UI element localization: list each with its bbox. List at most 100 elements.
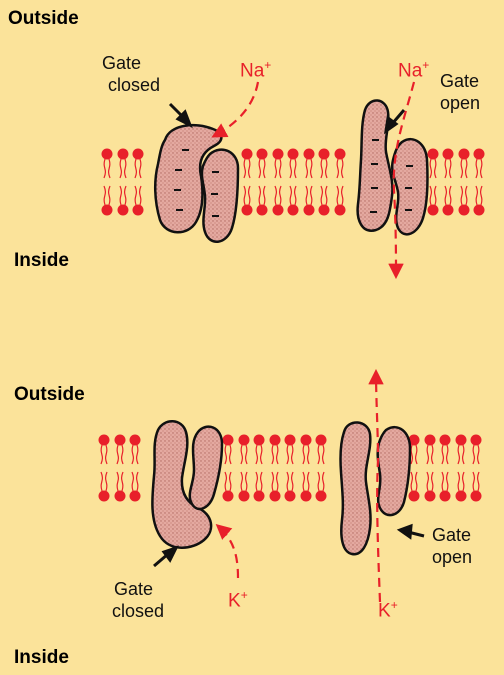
lipid-head: [334, 148, 346, 160]
lipid-head: [427, 148, 439, 160]
lipid-tail: [336, 158, 344, 179]
lipid-head: [334, 204, 346, 216]
k-through-path: [368, 368, 384, 603]
gate-label-line1: Gate: [102, 53, 142, 73]
lipid-tail: [444, 185, 452, 206]
lipid-head: [439, 490, 451, 502]
lipid-tail: [240, 471, 248, 492]
k-channel-closed: [151, 420, 224, 549]
lipid-head: [284, 490, 296, 502]
lipid-tail: [271, 471, 279, 492]
lipid-head: [253, 490, 265, 502]
lipid-tail: [460, 185, 468, 206]
lipid-head: [253, 434, 265, 446]
lipid-head: [424, 490, 436, 502]
lipid-tail: [472, 444, 480, 465]
gate-open-label-top: Gate open: [440, 70, 480, 114]
lipid-head: [98, 490, 110, 502]
lipid-tail: [131, 471, 139, 492]
lipid-tail: [475, 158, 483, 179]
gate-label-line2: open: [440, 93, 481, 113]
lipid-head: [101, 204, 113, 216]
lipid-head: [101, 148, 113, 160]
na-channel-open: [356, 99, 429, 236]
k-ion-label-right: K+: [378, 598, 398, 622]
lipid-tail: [320, 185, 328, 206]
lipid-head: [222, 434, 234, 446]
lipid-bilayer-top: [101, 148, 485, 216]
lipid-head: [129, 434, 141, 446]
lipid-tail: [457, 444, 465, 465]
lipid-head: [238, 434, 250, 446]
lipid-tail: [116, 444, 124, 465]
lipid-head: [129, 490, 141, 502]
channel-subunit-left: [151, 420, 213, 549]
channel-subunit-left: [339, 421, 372, 556]
lipid-tail: [305, 185, 313, 206]
k-ion-label-left: K+: [228, 588, 248, 612]
gate-label-line1: Gate: [432, 525, 472, 545]
lipid-tail: [103, 185, 111, 206]
lipid-head: [272, 148, 284, 160]
lipid-head: [300, 490, 312, 502]
inside-label-top: Inside: [14, 250, 69, 271]
lipid-head: [318, 148, 330, 160]
lipid-tail: [243, 185, 251, 206]
lipid-tail: [116, 471, 124, 492]
lipid-head: [315, 434, 327, 446]
lipid-tail: [302, 444, 310, 465]
na-through-path: [388, 81, 416, 280]
gate-label-line1: Gate: [440, 71, 480, 91]
outside-label-bottom: Outside: [14, 384, 85, 405]
channel-subunit-right: [376, 425, 412, 517]
na-channel-closed: [154, 123, 240, 243]
lipid-tail: [103, 158, 111, 179]
lipid-tail: [302, 471, 310, 492]
lipid-head: [300, 434, 312, 446]
lipid-tail: [240, 444, 248, 465]
lipid-tail: [426, 471, 434, 492]
lipid-head: [442, 148, 454, 160]
inside-label-bottom: Inside: [14, 647, 69, 668]
lipid-tail: [271, 444, 279, 465]
lipid-tail: [475, 185, 483, 206]
lipid-tail: [410, 444, 418, 465]
lipid-tail: [317, 471, 325, 492]
lipid-tail: [134, 185, 142, 206]
na-blocked-path: [211, 81, 260, 138]
channel-subunit-left: [356, 99, 394, 232]
lipid-head: [424, 434, 436, 446]
lipid-head: [427, 204, 439, 216]
lipid-head: [287, 204, 299, 216]
lipid-head: [470, 434, 482, 446]
lipid-tail: [274, 185, 282, 206]
lipid-tail: [134, 158, 142, 179]
lipid-head: [318, 204, 330, 216]
gate-closed-label-bottom: Gate closed: [112, 578, 164, 622]
na-ion-label-right: Na+: [398, 58, 430, 82]
lipid-bilayer-bottom: [98, 434, 482, 502]
lipid-tail: [320, 158, 328, 179]
lipid-tail: [289, 185, 297, 206]
lipid-head: [455, 434, 467, 446]
lipid-head: [315, 490, 327, 502]
lipid-tail: [255, 444, 263, 465]
lipid-head: [303, 148, 315, 160]
gate-label-line2: closed: [112, 601, 165, 621]
lipid-head: [117, 204, 129, 216]
lipid-tail: [426, 444, 434, 465]
lipid-tail: [441, 471, 449, 492]
lipid-tail: [410, 471, 418, 492]
na-ion-label-left: Na+: [240, 58, 272, 82]
gate-label-line1: Gate: [114, 579, 154, 599]
lipid-tail: [224, 444, 232, 465]
lipid-tail: [100, 471, 108, 492]
lipid-head: [458, 204, 470, 216]
lipid-head: [473, 148, 485, 160]
lipid-tail: [429, 158, 437, 179]
lipid-tail: [289, 158, 297, 179]
lipid-head: [408, 434, 420, 446]
lipid-head: [269, 490, 281, 502]
